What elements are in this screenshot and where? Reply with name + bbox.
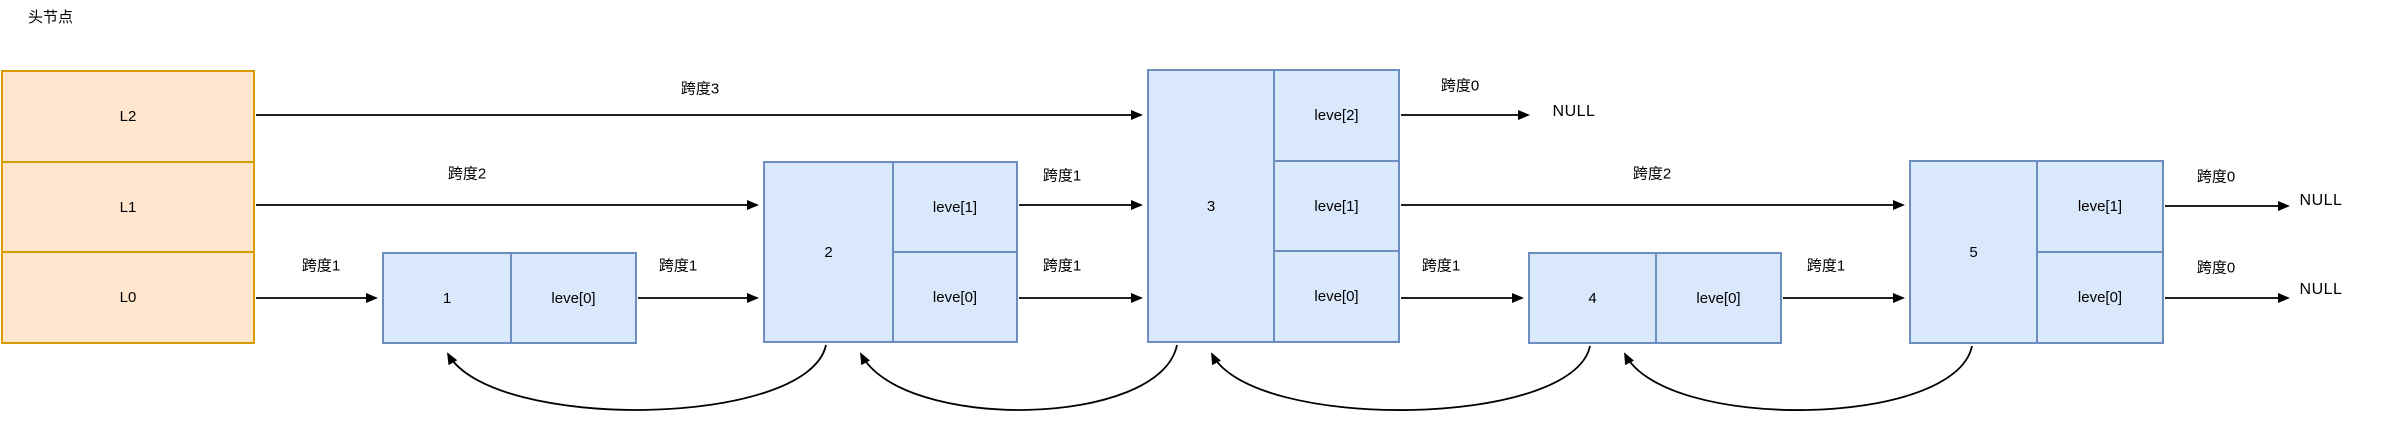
null-label-leve0: NULL (2299, 281, 2343, 298)
node-3-leve0: leve[0] (1275, 250, 1398, 341)
span-label-node4-leve0: 跨度1 (1806, 257, 1846, 275)
span-label-L2: 跨度3 (680, 80, 720, 98)
node-3-leve2: leve[2] (1314, 106, 1359, 124)
node-2: 2 leve[1] leve[0] (763, 161, 1018, 343)
node-1-value: 1 (384, 254, 512, 342)
back-arrow-node2-to-node1 (447, 344, 827, 411)
node-4-leve0: leve[0] (1696, 289, 1741, 307)
head-level-L1: L1 (3, 160, 253, 252)
span-label-node3-leve0: 跨度1 (1421, 257, 1461, 275)
null-label-leve1: NULL (2299, 192, 2343, 209)
span-label-node2-leve0: 跨度1 (1042, 257, 1082, 275)
head-level-L2: L2 (119, 107, 137, 125)
span-label-node3-leve1: 跨度2 (1632, 165, 1672, 183)
back-arrow-node5-to-node4 (1624, 345, 1973, 411)
node-4-value: 4 (1530, 254, 1657, 342)
node-1: 1 leve[0] (382, 252, 637, 344)
null-label-leve2: NULL (1552, 103, 1596, 120)
node-5-leve0: leve[0] (2038, 251, 2162, 342)
span-label-node3-leve2: 跨度0 (1440, 77, 1480, 95)
node-2-leve1: leve[1] (932, 198, 978, 216)
node-3: 3 leve[2] leve[1] leve[0] (1147, 69, 1400, 343)
node-3-value: 3 (1149, 71, 1275, 341)
back-arrow-node4-to-node3 (1211, 345, 1591, 411)
span-label-node1-leve0: 跨度1 (658, 257, 698, 275)
span-label-L1: 跨度2 (447, 165, 487, 183)
back-arrow-node3-to-node2 (860, 344, 1178, 411)
span-label-node2-leve1: 跨度1 (1042, 167, 1082, 185)
node-2-value: 2 (765, 163, 894, 341)
head-level-L0: L0 (3, 251, 253, 342)
node-5-value: 5 (1911, 162, 2038, 342)
span-label-node5-leve0: 跨度0 (2196, 259, 2236, 277)
node-1-leve0: leve[0] (551, 289, 596, 307)
node-4: 4 leve[0] (1528, 252, 1782, 344)
node-3-leve1: leve[1] (1275, 159, 1398, 251)
node-2-leve0: leve[0] (894, 251, 1016, 341)
span-label-L0: 跨度1 (301, 257, 341, 275)
span-label-node5-leve1: 跨度0 (2196, 168, 2236, 186)
head-node-box: L2 L1 L0 (1, 70, 255, 344)
head-node-title: 头节点 (28, 9, 74, 26)
node-5-leve1: leve[1] (2077, 198, 2123, 215)
node-5: 5 leve[1] leve[0] (1909, 160, 2164, 344)
